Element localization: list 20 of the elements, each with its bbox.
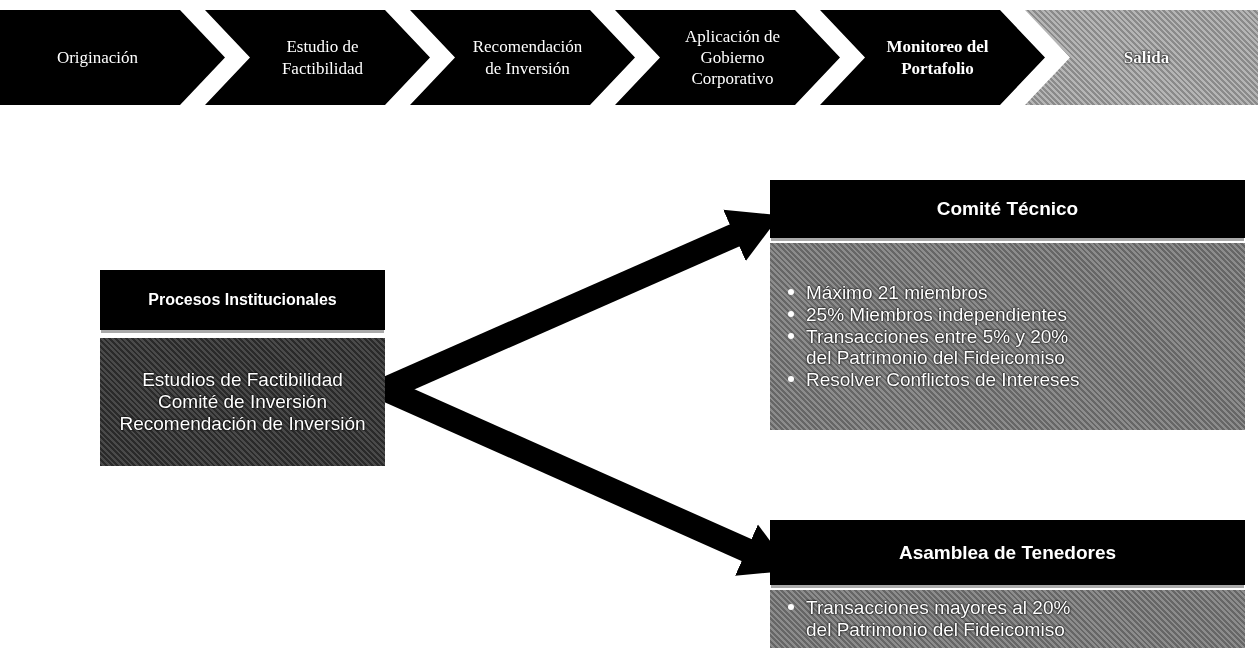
panel-line: Estudios de Factibilidad <box>141 369 344 392</box>
header-box: Comité Técnico <box>770 180 1245 238</box>
chevron-step: Originación <box>0 10 225 105</box>
chevron-step: Aplicación de Gobierno Corporativo <box>615 10 840 105</box>
text-panel <box>770 243 1245 430</box>
chevron-step: Monitoreo del Portafolio <box>820 10 1045 105</box>
chevron-step: Estudio de Factibilidad <box>205 10 430 105</box>
text-panel <box>770 590 1245 648</box>
chevron-step: Salida <box>1025 10 1258 105</box>
chevron-step: Recomendación de Inversión <box>410 10 635 105</box>
panel-line: Comité de Inversión <box>157 391 328 413</box>
panel-line: Recomendación de Inversión <box>118 412 367 435</box>
bullet-item: 25% Miembros independientes <box>784 303 1095 326</box>
header-box: Procesos Institucionales <box>100 270 385 330</box>
bullet-item: Transacciones mayores al 20% del Patrimonio del Fideicomiso <box>784 597 1095 641</box>
bullet-item: Transacciones entre 5% y 20% del Patrimonio del Fideicomiso <box>784 325 1095 370</box>
text-panel <box>100 338 385 466</box>
header-box: Asamblea de Tenedores <box>770 520 1245 585</box>
bullet-item: Resolver Conflictos de Intereses <box>784 369 1095 392</box>
bullet-item: Máximo 21 miembros <box>784 281 1095 304</box>
